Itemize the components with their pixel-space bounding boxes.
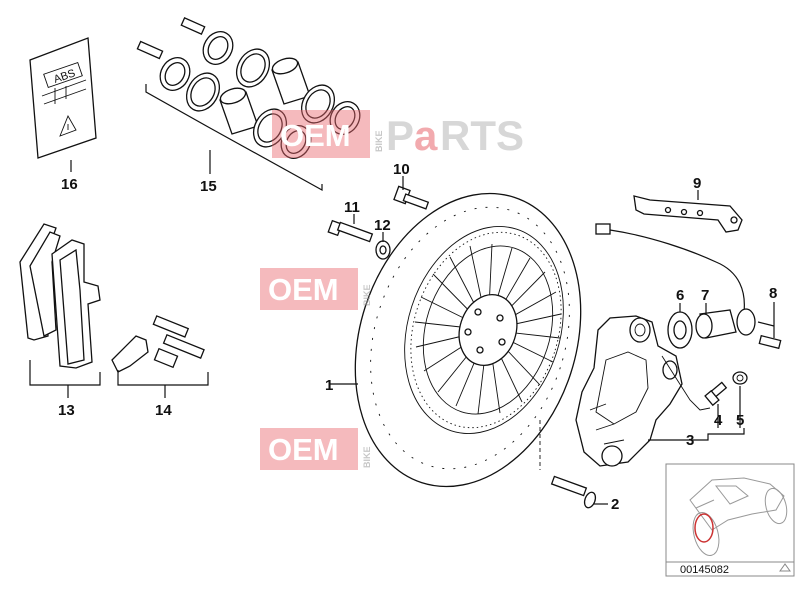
watermark-rts: RTS bbox=[440, 112, 524, 159]
brake-disc bbox=[354, 192, 582, 488]
watermark-bike: BIKE bbox=[362, 284, 372, 306]
abs-sensor bbox=[595, 223, 775, 339]
callout-6: 6 bbox=[676, 287, 684, 304]
callout-3: 3 bbox=[686, 432, 694, 449]
o-ring bbox=[667, 311, 693, 349]
callout-9: 9 bbox=[693, 175, 701, 192]
bleed-valve bbox=[704, 381, 728, 407]
callout-10: 10 bbox=[393, 161, 410, 178]
watermark-bike: BIKE bbox=[362, 446, 372, 468]
watermark-bottom: OEM BIKE bbox=[260, 428, 372, 470]
watermark-oem: OEM bbox=[268, 272, 339, 307]
bleed-cap bbox=[732, 371, 748, 385]
leader-lines bbox=[67, 150, 775, 505]
motorcycle-inset: 00145082 bbox=[665, 463, 795, 577]
watermark-bike: BIKE bbox=[374, 130, 384, 152]
callout-16: 16 bbox=[61, 176, 78, 193]
callout-14: 14 bbox=[155, 402, 172, 419]
sensor-bracket bbox=[633, 195, 743, 233]
callout-2: 2 bbox=[611, 496, 619, 513]
diagram-id: 00145082 bbox=[680, 564, 729, 576]
watermark-p: P bbox=[386, 112, 414, 159]
bolt-11 bbox=[327, 219, 374, 243]
triangle-icon bbox=[779, 563, 791, 572]
callout-4: 4 bbox=[714, 412, 723, 429]
brake-pads bbox=[19, 223, 101, 386]
callout-labels: 1 2 3 4 5 6 7 8 9 10 11 12 13 14 15 16 bbox=[58, 161, 777, 513]
washer-12 bbox=[375, 240, 391, 260]
callout-8: 8 bbox=[769, 285, 777, 302]
callout-12: 12 bbox=[374, 217, 391, 234]
motorcycle-icon bbox=[689, 477, 788, 556]
seal-kit bbox=[136, 17, 361, 192]
callout-15: 15 bbox=[200, 178, 217, 195]
watermark-oem: OEM bbox=[268, 432, 339, 467]
sensor-screw bbox=[758, 334, 782, 350]
watermark-mid: OEM BIKE bbox=[260, 268, 372, 310]
callout-7: 7 bbox=[701, 287, 709, 304]
brake-caliper bbox=[575, 315, 683, 467]
callout-11: 11 bbox=[344, 199, 360, 216]
callout-1: 1 bbox=[325, 377, 333, 394]
bolt-10 bbox=[393, 185, 430, 210]
callout-13: 13 bbox=[58, 402, 75, 419]
disc-screw bbox=[550, 475, 597, 509]
watermark-a: a bbox=[414, 112, 438, 159]
watermark-top: OEM BIKE P a RTS bbox=[272, 110, 524, 159]
pad-pins bbox=[111, 315, 209, 386]
abs-label-card: ABS bbox=[29, 37, 97, 159]
highlight-mark bbox=[694, 513, 714, 543]
watermark-oem: OEM bbox=[280, 118, 351, 153]
callout-5: 5 bbox=[736, 412, 744, 429]
